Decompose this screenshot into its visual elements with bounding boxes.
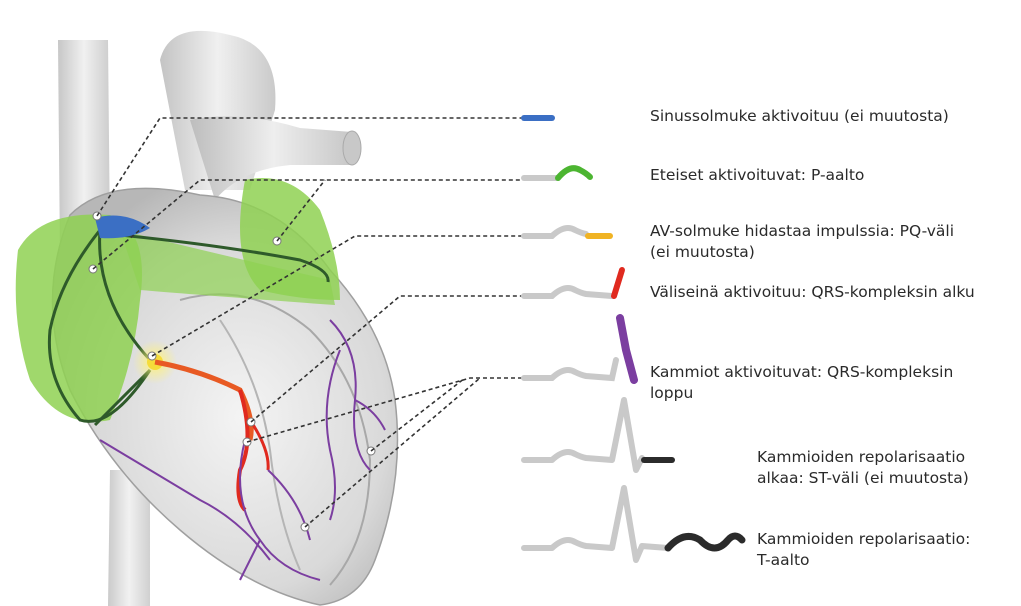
t-wave-segment — [668, 536, 742, 548]
ecg-stage-av — [524, 228, 610, 236]
label-ventricles-line-2: loppu — [650, 383, 953, 404]
label-ventricles-line-1: Kammiot aktivoituvat: QRS-kompleksin — [650, 362, 953, 383]
label-atria-line-1: Eteiset aktivoituvat: P-aalto — [650, 165, 864, 186]
label-septum: Väliseinä aktivoituu: QRS-kompleksin alk… — [650, 282, 975, 303]
label-ventricles: Kammiot aktivoituvat: QRS-kompleksin lop… — [650, 362, 953, 404]
label-septum-line-1: Väliseinä aktivoituu: QRS-kompleksin alk… — [650, 282, 975, 303]
label-repol-start-line-1: Kammioiden repolarisaatio — [757, 447, 969, 468]
label-repol-start-line-2: alkaa: ST-väli (ei muutosta) — [757, 468, 969, 489]
label-atria: Eteiset aktivoituvat: P-aalto — [650, 165, 864, 186]
pulmonary-artery-opening — [343, 131, 361, 165]
label-av: AV-solmuke hidastaa impulssia: PQ-väli (… — [650, 221, 954, 263]
label-t-wave-line-2: T-aalto — [757, 550, 970, 571]
ecg-stage-t-wave — [524, 488, 742, 560]
ecg-stage-septum — [524, 270, 622, 296]
label-t-wave: Kammioiden repolarisaatio: T-aalto — [757, 529, 970, 571]
ecg-stage-ventricles — [524, 318, 634, 380]
qrs-end-segment — [620, 318, 634, 380]
label-t-wave-line-1: Kammioiden repolarisaatio: — [757, 529, 970, 550]
label-repol-start: Kammioiden repolarisaatio alkaa: ST-väli… — [757, 447, 969, 489]
ecg-stage-atria — [524, 168, 590, 178]
label-sinus: Sinussolmuke aktivoituu (ei muutosta) — [650, 106, 949, 127]
p-wave-segment — [558, 168, 590, 178]
heart-illustration — [16, 31, 398, 606]
ecg-stage-repol-start — [524, 400, 672, 470]
label-sinus-line-1: Sinussolmuke aktivoituu (ei muutosta) — [650, 106, 949, 127]
label-av-line-2: (ei muutosta) — [650, 242, 954, 263]
qrs-start-segment — [614, 270, 622, 296]
label-av-line-1: AV-solmuke hidastaa impulssia: PQ-väli — [650, 221, 954, 242]
